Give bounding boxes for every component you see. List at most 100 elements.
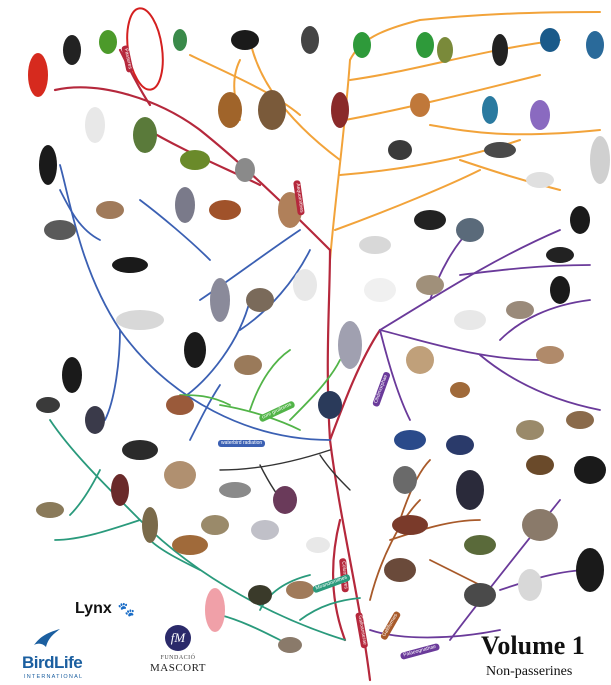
paw-icon: 🐾: [118, 601, 135, 618]
hummingbird-bird: [173, 29, 187, 51]
plover-bird: [416, 275, 444, 295]
tanager-bird: [437, 37, 453, 63]
auk-bird: [550, 276, 570, 304]
swift-bird: [36, 397, 60, 413]
nightjar-bird: [36, 502, 64, 518]
trogon-bird: [331, 92, 349, 128]
lynx-wordmark: Lynx: [75, 600, 112, 618]
ibis-bird: [209, 200, 241, 220]
volume-subtitle: Non-passerines: [486, 664, 572, 680]
puffin-bird: [570, 206, 590, 234]
heron-bird: [210, 278, 230, 322]
grouse-bird: [384, 558, 416, 582]
peafowl-bird: [394, 430, 426, 450]
roller-bird: [530, 100, 550, 130]
mascort-logo: fM FUNDACIÓ MASCORT: [143, 625, 213, 683]
crow-bird: [63, 35, 81, 65]
woodpecker-bird: [492, 34, 508, 66]
penguin-bird: [62, 357, 82, 393]
oystercatcher-bird: [546, 247, 574, 263]
duck-bird: [464, 535, 496, 555]
annotation-highlight-ellipse: [122, 6, 167, 92]
curlew-bird: [516, 420, 544, 440]
swallow-bird: [85, 406, 105, 434]
frigatebird-bird: [112, 257, 148, 273]
macaw-bird: [28, 53, 48, 97]
egret-bird: [234, 355, 262, 375]
pratincole-bird: [536, 346, 564, 364]
shoebill-bird: [175, 187, 195, 223]
shorebird-bird: [484, 142, 516, 158]
birdlife-subtitle: INTERNATIONAL: [24, 674, 83, 680]
frogmouth-bird: [172, 535, 208, 555]
secretary-bird: [590, 136, 610, 184]
mesite-bird: [278, 637, 302, 653]
barbet-bird: [301, 26, 319, 54]
owl-bird: [218, 92, 242, 128]
turkey-bird: [456, 470, 484, 510]
pheasant-bird: [392, 515, 428, 535]
kea-bird: [133, 117, 157, 153]
tropicbird-bird: [306, 537, 330, 553]
trumpeter-bird: [318, 391, 342, 419]
eagle-owl-bird: [258, 90, 286, 130]
turaco-bird: [111, 474, 129, 506]
lapwing-bird: [456, 218, 484, 242]
woodcock-bird: [566, 411, 594, 429]
cockatoo-bird: [85, 107, 105, 143]
volume-title: Volume 1: [481, 631, 585, 661]
screamer-bird: [464, 583, 496, 607]
loon-bird: [122, 440, 158, 460]
kakapo-bird: [180, 150, 210, 170]
albatross-bird: [116, 310, 164, 330]
parrot-green-bird: [353, 32, 371, 58]
quail-bird: [450, 382, 470, 398]
kiwi-bird: [526, 455, 554, 475]
ostrich-bird: [576, 548, 604, 592]
hoatzin-bird: [273, 486, 297, 514]
cormorant-bird: [39, 145, 57, 185]
birdlife-wordmark: BirdLife: [22, 653, 82, 673]
grebe-bird: [248, 585, 272, 605]
mascort-seal-icon: fM: [165, 625, 191, 651]
sandpiper-bird: [506, 301, 534, 319]
crane-bird: [338, 321, 362, 369]
toucan-bird: [231, 30, 259, 50]
kingbird-bird: [388, 140, 412, 160]
tern-bird: [526, 172, 554, 188]
orange-branches: [190, 12, 600, 260]
goose-bird: [518, 569, 542, 601]
lynx-logo: Lynx 🐾: [75, 600, 135, 618]
pelican-bird: [293, 269, 317, 301]
dove-bird: [251, 520, 279, 540]
white-gull-bird: [364, 278, 396, 302]
crow2-bird: [414, 210, 446, 230]
bee-eater-bird: [482, 96, 498, 124]
rail-bird: [166, 395, 194, 415]
booby-bird: [96, 201, 124, 219]
cuckoo-bird: [219, 482, 251, 498]
gull-bird: [359, 236, 391, 254]
sandgrouse-bird: [201, 515, 229, 535]
guineafowl-bird: [393, 466, 417, 494]
barbet-green-bird: [416, 32, 434, 58]
mascort-wordmark: MASCORT: [143, 662, 213, 674]
green-bird: [99, 30, 117, 54]
avocet-bird: [454, 310, 486, 330]
clade-label-waterbird-radiation: waterbird radiation: [218, 440, 265, 447]
hoopoe-bird: [410, 93, 430, 117]
stork-bird: [184, 332, 206, 368]
kingfisher2-bird: [586, 31, 604, 59]
hamerkop-bird: [246, 288, 274, 312]
tinamou-bird: [446, 435, 474, 455]
birdlife-bird-icon: [32, 627, 62, 649]
shearwater-bird: [44, 220, 76, 240]
seriema-bird: [235, 158, 255, 182]
bustard-bird: [164, 461, 196, 489]
birdlife-logo: BirdLife INTERNATIONAL: [22, 625, 112, 685]
rhea-bird: [522, 509, 558, 541]
bird-illustrations: [28, 26, 610, 653]
mascort-foundation: FUNDACIÓ: [143, 655, 213, 661]
pigeon-bird: [286, 581, 314, 599]
